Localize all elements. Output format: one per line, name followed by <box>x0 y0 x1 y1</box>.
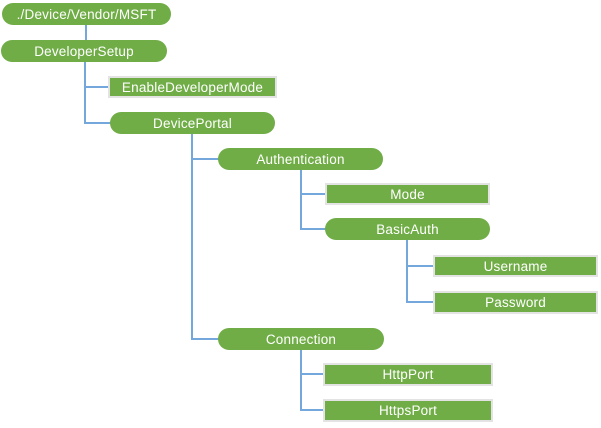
connector-developersetup-trunk <box>84 61 86 124</box>
tree-node-authentication: Authentication <box>218 148 383 170</box>
connector-branch-username <box>407 265 434 267</box>
connector-branch-enabledevelopermode <box>85 86 109 88</box>
connector-branch-httpsport <box>301 409 324 411</box>
node-label: DeveloperSetup <box>34 43 134 59</box>
tree-node-developersetup: DeveloperSetup <box>1 40 167 62</box>
node-label: Mode <box>390 186 425 202</box>
node-label: Authentication <box>256 151 345 167</box>
connector-branch-mode <box>301 193 326 195</box>
node-label: Username <box>483 258 548 274</box>
connector-branch-password <box>407 301 434 303</box>
node-label: ./Device/Vendor/MSFT <box>16 6 157 22</box>
connector-branch-deviceportal <box>85 122 111 124</box>
connector-authentication-trunk <box>300 169 302 230</box>
tree-node-root: ./Device/Vendor/MSFT <box>2 3 171 25</box>
tree-node-password: Password <box>433 291 598 314</box>
node-label: EnableDeveloperMode <box>121 79 264 95</box>
node-label: Connection <box>265 331 337 347</box>
node-label: DevicePortal <box>153 115 232 131</box>
node-label: BasicAuth <box>376 221 439 237</box>
connector-branch-basicauth <box>301 228 326 230</box>
tree-node-enabledevelopermode: EnableDeveloperMode <box>108 76 277 98</box>
tree-node-basicauth: BasicAuth <box>325 218 490 240</box>
connector-branch-connection <box>192 338 219 340</box>
tree-node-httpsport: HttpsPort <box>323 399 493 422</box>
tree-node-deviceportal: DevicePortal <box>110 112 275 134</box>
node-label: Password <box>485 295 546 310</box>
tree-node-httpport: HttpPort <box>323 363 493 386</box>
connector-root-to-developersetup <box>85 24 87 40</box>
tree-node-mode: Mode <box>325 183 490 205</box>
connector-branch-httpport <box>301 373 324 375</box>
tree-node-username: Username <box>433 255 598 277</box>
connector-branch-authentication <box>192 158 219 160</box>
tree-node-connection: Connection <box>218 328 384 350</box>
connector-basicauth-trunk <box>406 239 408 303</box>
node-label: HttpsPort <box>378 403 438 418</box>
node-label: HttpPort <box>382 367 434 382</box>
connector-deviceportal-trunk <box>191 133 193 340</box>
connector-connection-trunk <box>300 349 302 411</box>
